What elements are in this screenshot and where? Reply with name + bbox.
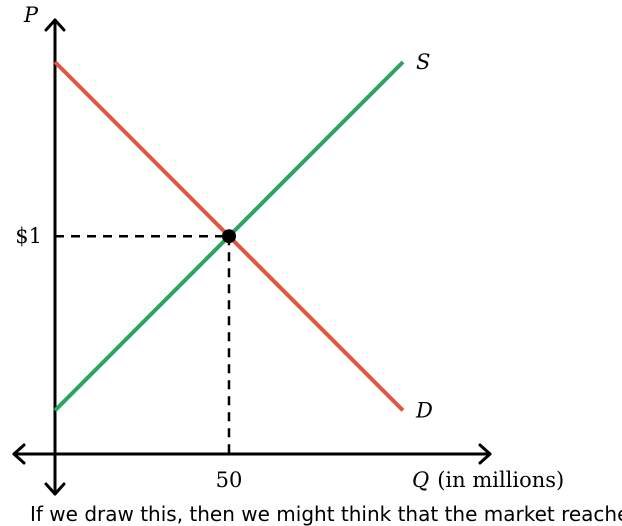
x-axis-unit: (in millions) — [437, 468, 564, 492]
x-axis-arrow-left — [12, 443, 26, 465]
x-axis-arrow-right — [478, 443, 492, 465]
supply-label: S — [416, 50, 430, 74]
y-axis-arrow-bottom — [44, 482, 66, 496]
y-axis-arrow-top — [44, 18, 66, 32]
y-tick-label: $1 — [15, 224, 42, 248]
equilibrium-point — [222, 229, 236, 244]
x-axis-label: Q (in millions) — [412, 468, 564, 492]
x-tick-label: 50 — [216, 468, 243, 492]
y-axis-label: P — [23, 3, 39, 27]
footer-text: If we draw this, then we might think tha… — [30, 502, 622, 526]
demand-label: D — [415, 398, 433, 422]
x-axis-symbol: Q — [412, 468, 429, 492]
